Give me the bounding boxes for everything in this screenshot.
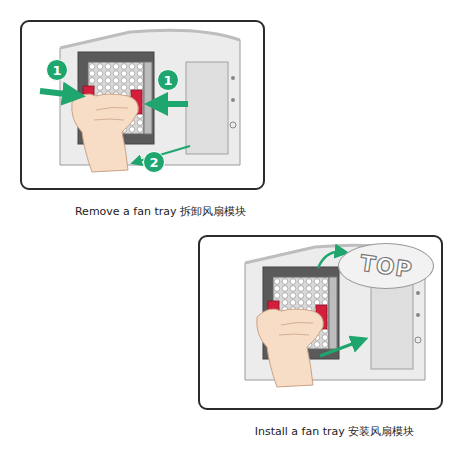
zoom-callout: TOP: [338, 243, 434, 289]
insert-arrow: [320, 341, 360, 356]
press-arrow: [156, 101, 188, 107]
callout-number: 1: [52, 63, 61, 78]
callout-number: 1: [157, 69, 179, 91]
step-caption: Install a fan tray 安装风扇模块: [214, 424, 450, 439]
step-caption: Remove a fan tray 拆卸风扇模块: [40, 204, 281, 219]
callout-number: 2: [143, 151, 165, 173]
callout-number: 1: [46, 59, 68, 81]
top-label: TOP: [358, 250, 414, 282]
step-panel: Remove a fan tray 拆卸风扇模块112: [20, 20, 265, 190]
device-remove: [60, 30, 240, 172]
callout-number: 2: [149, 155, 158, 170]
device-install: [245, 245, 425, 387]
press-arrow: [40, 91, 74, 95]
callout-number: 1: [163, 73, 172, 88]
step-panel: Install a fan tray 安装风扇模块TOP: [198, 235, 443, 410]
